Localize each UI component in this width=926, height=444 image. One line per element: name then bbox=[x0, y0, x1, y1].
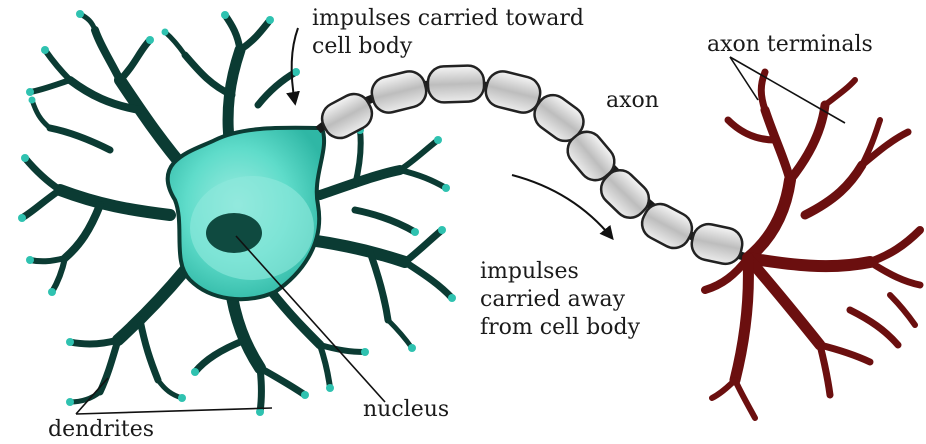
away-label-line2: carried away bbox=[480, 286, 640, 314]
toward-label-line1: impulses carried toward bbox=[312, 5, 584, 33]
away-arrow bbox=[512, 175, 612, 238]
axon-terminals-label: axon terminals bbox=[707, 31, 873, 59]
away-label-line1: impulses bbox=[480, 258, 640, 286]
toward-label: impulses carried toward cell body bbox=[312, 5, 584, 61]
axon bbox=[316, 65, 748, 267]
axon-label: axon bbox=[606, 87, 659, 115]
myelin-sheath bbox=[316, 65, 745, 267]
nucleus-label: nucleus bbox=[363, 396, 449, 424]
away-label: impulses carried away from cell body bbox=[480, 258, 640, 342]
toward-arrow bbox=[292, 28, 298, 103]
dendrites-label: dendrites bbox=[48, 416, 154, 444]
nucleus-shape bbox=[206, 213, 262, 253]
away-label-line3: from cell body bbox=[480, 314, 640, 342]
toward-label-line2: cell body bbox=[312, 33, 584, 61]
